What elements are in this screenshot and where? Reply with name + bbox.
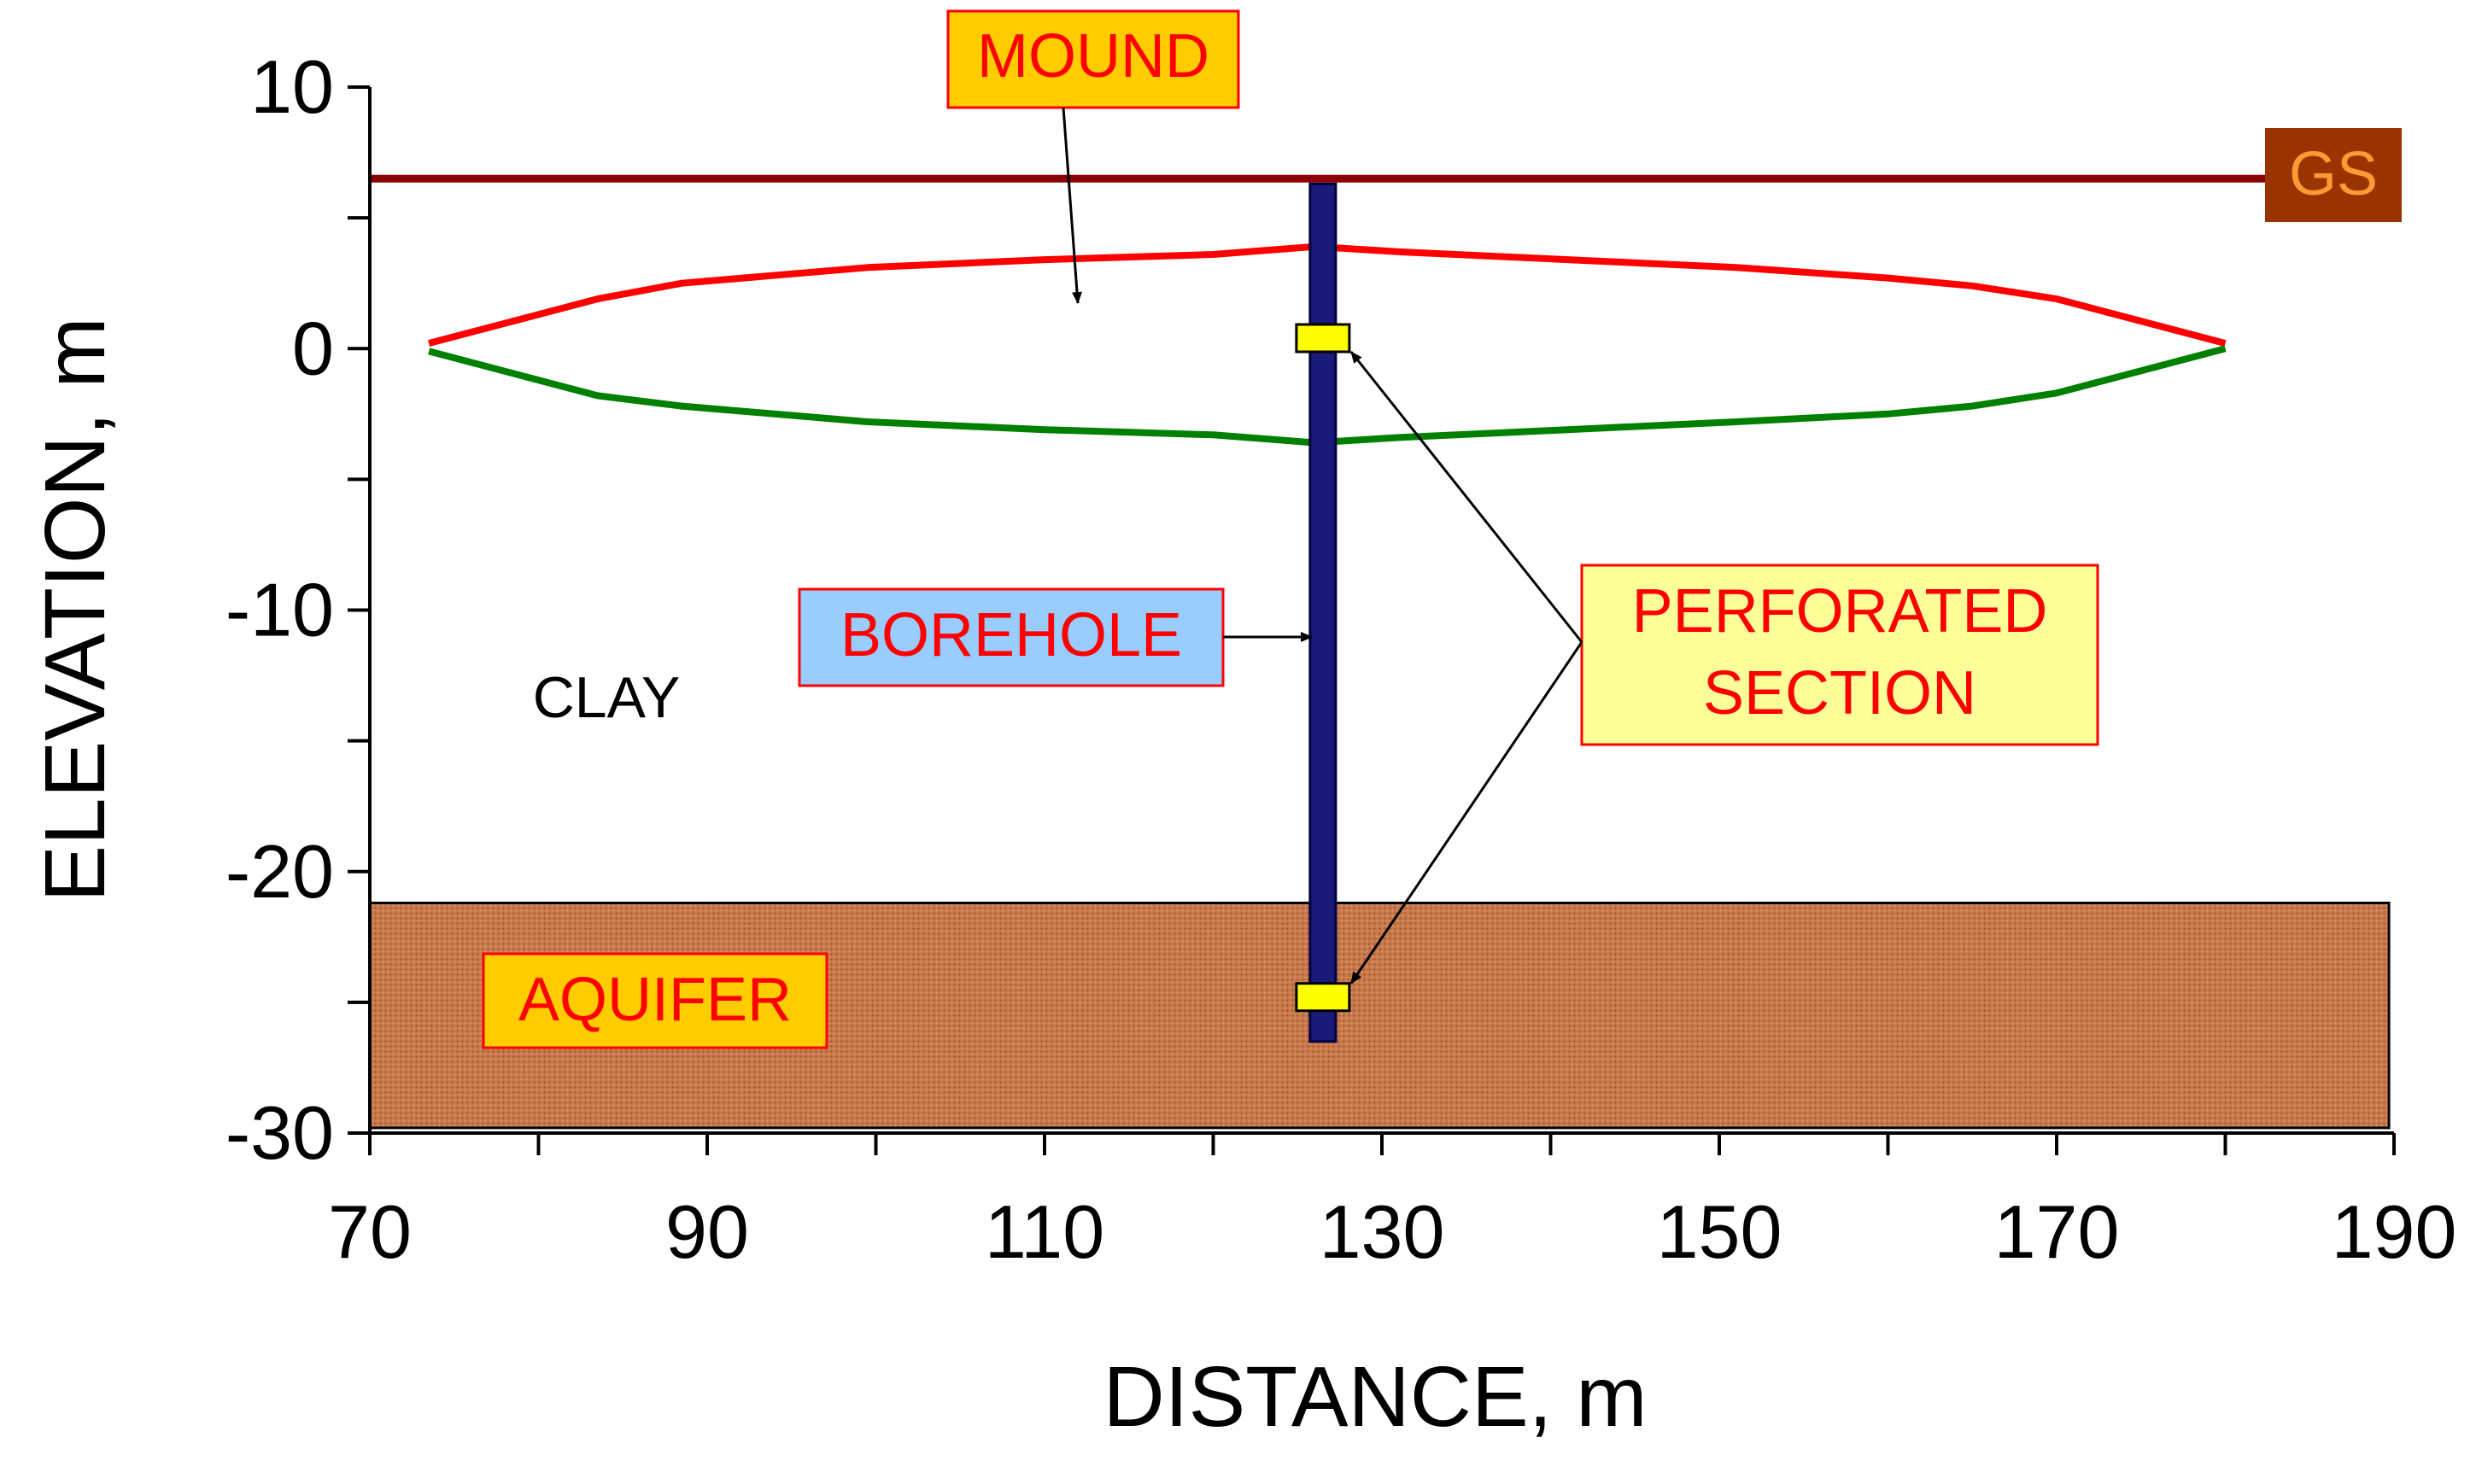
perforated-arrow-top [1349, 351, 1583, 643]
x-tick-label: 110 [985, 1189, 1104, 1274]
y-tick-label: -20 [225, 829, 334, 914]
mound-label-box [946, 9, 1240, 109]
gs-label-box [2265, 128, 2402, 222]
perforated-section-marker [1295, 323, 1351, 353]
mound-label: MOUND [977, 22, 1209, 91]
y-tick-label: -10 [225, 568, 334, 652]
mound-lower-curve [428, 345, 2227, 447]
x-axis-label: DISTANCE, m [1103, 1349, 1647, 1445]
borehole-label: BOREHOLE [840, 601, 1182, 669]
y-tick-label: 10 [250, 44, 334, 129]
borehole-label-box [798, 587, 1225, 687]
x-tick-label: 130 [1320, 1189, 1445, 1274]
perforated-label-line1: PERFORATED [1632, 577, 2048, 646]
x-tick-label: 90 [665, 1189, 749, 1274]
x-tick-label: 70 [328, 1189, 412, 1274]
perforated-section-marker [1295, 982, 1351, 1013]
gs-label: GS [2289, 140, 2378, 208]
y-tick-label: -30 [225, 1090, 334, 1175]
perforated-label-box [1580, 564, 2099, 746]
mound-upper-curve [428, 242, 2227, 347]
x-tick-label: 190 [2332, 1189, 2457, 1274]
y-axis-label: ELEVATION, m [27, 317, 123, 902]
axis-ticks [348, 85, 2396, 1155]
x-tick-label: 170 [1994, 1189, 2120, 1274]
perforated-label-line2: SECTION [1703, 659, 1976, 727]
perforated-arrow-bottom [1349, 641, 1583, 984]
aquifer-label-box [482, 952, 828, 1049]
borehole [1308, 182, 1338, 1043]
y-tick-label: 0 [292, 306, 334, 390]
mound-arrow [1062, 107, 1083, 304]
clay-label: CLAY [533, 665, 681, 730]
axis-tick-labels: 10 0 -10 -20 -30 70 90 110 130 150 170 190 [225, 44, 2457, 1274]
x-tick-label: 150 [1657, 1189, 1782, 1274]
aquifer-label: AQUIFER [518, 966, 792, 1034]
